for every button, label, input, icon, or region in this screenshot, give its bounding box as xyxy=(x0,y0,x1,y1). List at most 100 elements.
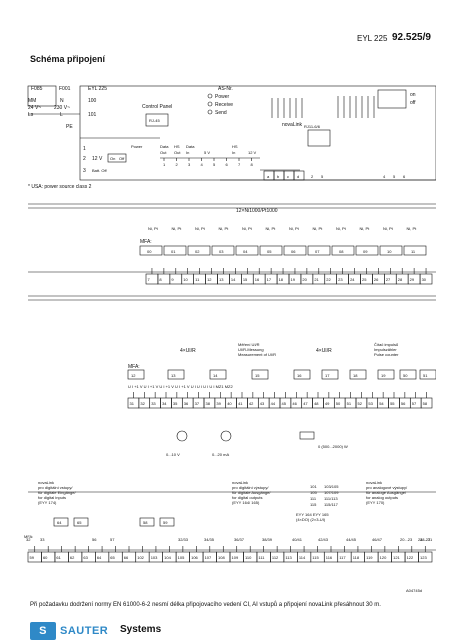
sensor-type-label: Ni, Pt xyxy=(266,226,277,231)
mfa-channel-box xyxy=(377,369,395,380)
terminal-number: 29 xyxy=(410,277,415,282)
bus-terminal-letter: d xyxy=(297,174,299,179)
mfa-channel-number: 28...31 xyxy=(420,537,433,542)
mfa-channel-number: 20...23 xyxy=(400,537,413,542)
terminal-number: 111 xyxy=(258,555,265,560)
bus-terminal-number: 8 xyxy=(251,162,254,167)
mfa-channel-number: 40/41 xyxy=(292,537,303,542)
terminal-box xyxy=(293,170,305,181)
terminal-number: 114 xyxy=(299,555,306,560)
terminal-number: 33 xyxy=(151,401,156,406)
sensor-type-label: Ni, Pt xyxy=(383,226,394,231)
terminal-number: 104 xyxy=(164,555,171,560)
terminal-number: 39 xyxy=(216,401,221,406)
sensor-type-label: Ni, Pt xyxy=(336,226,347,231)
mfa-channel-number: 46/47 xyxy=(372,537,383,542)
terminal-number: 108 xyxy=(218,555,225,560)
mfa-channel-number: 57 xyxy=(110,537,115,542)
terminal-number: 47 xyxy=(303,401,308,406)
terminal-number: 6 xyxy=(403,174,406,179)
mfa-channel-number: 34/35 xyxy=(204,537,215,542)
svg-text:3: 3 xyxy=(83,168,86,174)
rj11-label: RJ11-6/6 xyxy=(304,124,321,129)
address-label: 111/113 xyxy=(324,496,338,501)
channel-box xyxy=(159,517,175,527)
terminal-number: 46 xyxy=(292,401,297,406)
mfa-channel-box xyxy=(403,245,427,256)
svg-text:Out: Out xyxy=(160,150,167,155)
mfa-channel-number: 18 xyxy=(353,373,358,378)
terminal-number: 25 xyxy=(362,277,367,282)
n-label: N xyxy=(60,98,64,104)
terminal-box xyxy=(283,170,295,181)
receive-led xyxy=(207,101,213,107)
bottom-mfa-label: MFA: xyxy=(24,534,33,539)
svg-text:1: 1 xyxy=(83,146,86,152)
terminal-number: 12 xyxy=(207,277,212,282)
dip-on-label: on xyxy=(410,92,416,98)
bus-terminal-letter: a xyxy=(267,174,270,179)
mfa-label: MFA: xyxy=(140,239,152,245)
mfa-channel-number: 38/39 xyxy=(262,537,273,542)
address-label: 107/109 xyxy=(324,490,339,495)
terminal-number: 50 xyxy=(336,401,341,406)
mfa-channel-box xyxy=(331,245,355,256)
terminal-number: 102 xyxy=(137,555,144,560)
mfa-channel-number: 08 xyxy=(339,249,344,254)
svg-text:Data: Data xyxy=(186,144,195,149)
mfa-channel-number: 03 xyxy=(219,249,224,254)
power-led xyxy=(207,93,213,99)
resistor-icon xyxy=(299,431,315,440)
send-led xyxy=(207,109,213,115)
terminal-number: 21 xyxy=(314,277,319,282)
brand-name: SAUTER xyxy=(60,625,109,637)
sensor-type-label: Ni, Pt xyxy=(360,226,371,231)
terminal-number: 16 xyxy=(255,277,260,282)
address-label: 103/105 xyxy=(324,484,339,489)
terminal-number: 105 xyxy=(178,555,185,560)
mfa-channel-box xyxy=(283,245,307,256)
address-label: 105 xyxy=(310,490,317,495)
terminal-number: 13 xyxy=(219,277,224,282)
terminal-number: 66 xyxy=(124,555,129,560)
terminal-number: 42 xyxy=(249,401,254,406)
rj11-port xyxy=(307,129,331,147)
control-panel-label: Control Panel xyxy=(142,104,172,110)
mfa-channel-number: 44/45 xyxy=(346,537,357,542)
svg-text:Data: Data xyxy=(160,144,169,149)
mfa2-label: MFA: xyxy=(128,364,140,370)
terminal-number: 37 xyxy=(195,401,200,406)
uir-heading-2: 4×UI/R xyxy=(316,348,332,354)
mfa-channel-box xyxy=(419,369,436,380)
mfa-channel-box xyxy=(167,369,185,380)
dip-switch-block xyxy=(377,89,407,109)
terminal-number: 56 xyxy=(401,401,406,406)
batt-off-label: Batt. Off xyxy=(92,168,107,173)
terminal-number: 2 xyxy=(311,174,314,179)
bus-terminal-number: 1 xyxy=(163,162,166,167)
send-led-label: Send xyxy=(215,110,227,116)
terminal-number: 20 xyxy=(302,277,307,282)
svg-text:In: In xyxy=(232,150,235,155)
terminal-number: 24 xyxy=(350,277,355,282)
mfa-channel-box xyxy=(127,369,145,380)
terminal-number: 123 xyxy=(420,555,427,560)
mfa-channel-number: 51 xyxy=(423,373,428,378)
terminal-number: 9 xyxy=(171,277,174,282)
bus-terminal-number: 4 xyxy=(201,162,204,167)
mfa-channel-number: 05 xyxy=(267,249,272,254)
on-box: On xyxy=(110,156,115,161)
terminal-number: 60 xyxy=(43,555,48,560)
sauter-logo-icon: S xyxy=(30,622,56,640)
mfa-channel-number: 10 xyxy=(387,249,392,254)
terminal-number: 120 xyxy=(380,555,387,560)
channel-number: 64 xyxy=(57,520,62,525)
mfa-channel-box xyxy=(259,245,283,256)
terminal-101: 101 xyxy=(88,112,97,118)
mfa-channel-number: 19 xyxy=(381,373,386,378)
sensor-type-label: Ni, Pt xyxy=(195,226,206,231)
